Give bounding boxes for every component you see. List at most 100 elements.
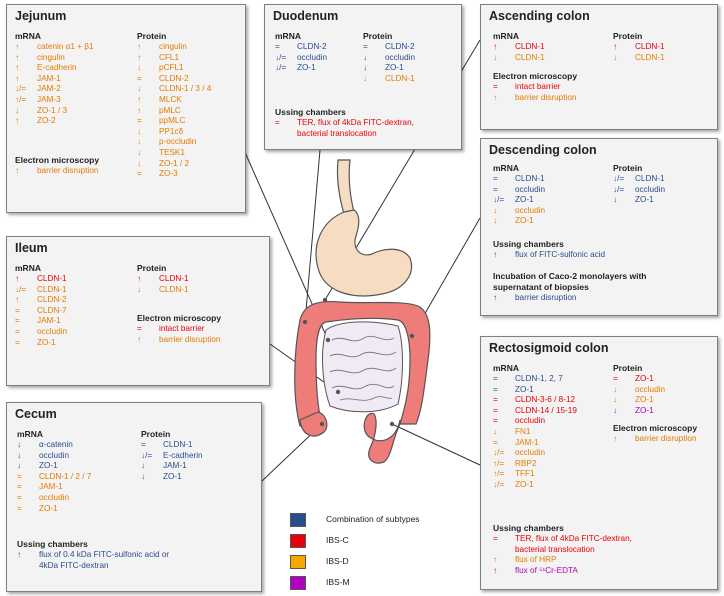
finding-label: catenin α1 + β1 [37, 42, 94, 51]
finding-row: ↓FN1 [493, 427, 613, 438]
finding-label: ZO-1 [515, 384, 534, 394]
change-symbol: ↑ [493, 92, 498, 102]
finding-label: CLDN-1 [515, 52, 545, 62]
panel-title: Ileum [15, 241, 48, 255]
connector-duodenum [304, 149, 321, 323]
finding-row: =CLDN-1, 2, 7 [493, 374, 613, 385]
finding-row: ↑barrier disruption [493, 293, 663, 304]
finding-label: cingulin [37, 52, 65, 62]
finding-label: ZO-1 [635, 195, 654, 205]
protein-column: Protein↑CLDN-1↓CLDN-1 [137, 263, 257, 295]
section-heading: Electron microscopy [15, 155, 100, 165]
colon-shape [294, 300, 431, 427]
finding-row: =JAM-1 [15, 316, 135, 327]
protein-column: Protein↑ CLDN-1 ↓CLDN-1 [613, 31, 713, 63]
panel-title: Rectosigmoid colon [489, 341, 609, 355]
section-heading: Electron microscopy [613, 423, 698, 433]
finding-row: ↑barrier disruption [15, 166, 165, 177]
finding-row: =CLDN-1 [141, 440, 259, 451]
finding-label: JAM-1 [37, 316, 61, 326]
finding-row: ↑CFL1 [137, 53, 243, 64]
change-symbol: ↓ [141, 471, 146, 481]
change-symbol: ↑ [493, 293, 498, 302]
finding-label: pMLC [159, 105, 181, 115]
finding-label: CLDN-1 [635, 42, 665, 51]
em-section: Electron microscopy=intact barrier↑barri… [493, 71, 693, 103]
small-intestine-loops [329, 335, 397, 401]
finding-label: CLDN-1 / 2 / 7 [39, 471, 92, 481]
mrna-column: mRNA↓α-catenin↓occludin↓ZO-1=CLDN-1 / 2 … [17, 429, 137, 514]
finding-row: ↓/=ZO-1 [275, 63, 361, 74]
finding-label: CLDN-1 [159, 284, 189, 294]
change-symbol: ↓/= [493, 479, 505, 489]
change-symbol: ↑ [493, 555, 498, 565]
finding-label: flux of ⁵¹Cr-EDTA [515, 565, 578, 575]
finding-label: CLDN-14 / 15-19 [515, 405, 577, 415]
finding-row: ↓CLDN-1 [613, 53, 713, 64]
finding-row: ↓ ZO-1 [141, 472, 259, 483]
finding-label: JAM-1 [39, 482, 63, 492]
finding-label: JAM-3 [37, 94, 61, 104]
change-symbol: ↓ [613, 395, 618, 405]
section-heading: Protein [363, 31, 393, 41]
change-symbol: = [15, 337, 20, 347]
finding-label: ZO-1 [635, 405, 654, 415]
section-heading: Protein [613, 31, 643, 41]
legend-swatch [290, 555, 306, 569]
legend-swatch [290, 513, 306, 527]
location-markers [302, 297, 415, 427]
connector-rectosigmoid [391, 423, 481, 466]
finding-label: ZO-1 [515, 195, 534, 205]
finding-row: =intact barrier [493, 82, 693, 93]
change-symbol: = [15, 326, 20, 336]
gut-illustration [294, 159, 431, 464]
finding-label: ZO-1 [163, 471, 182, 481]
finding-row: =CLDN-3-6 / 8-12 [493, 395, 613, 406]
finding-label: bacterial translocation [297, 128, 377, 138]
panel-title: Duodenum [273, 9, 339, 23]
section-heading: mRNA [15, 263, 41, 273]
change-symbol: ↑ [613, 42, 618, 51]
change-symbol: ↑ [137, 52, 142, 62]
finding-label: CLDN-1 [163, 440, 193, 449]
finding-row: =TER, flux of 4kDa FITC-dextran, [275, 118, 459, 129]
change-symbol: ↑/= [493, 469, 505, 479]
caco-section: Incubation of Caco-2 monolayers with sup… [493, 271, 663, 304]
finding-row: ↓CLDN-1 [137, 285, 257, 296]
change-symbol: = [493, 184, 498, 194]
finding-row: =ZO-3 [137, 169, 243, 180]
section-heading: Ussing chambers [275, 107, 346, 117]
panel-title: Cecum [15, 407, 57, 421]
change-symbol: = [17, 471, 22, 481]
finding-label: TER, flux of 4kDa FITC-dextran, [297, 118, 414, 127]
change-symbol: = [493, 534, 498, 543]
finding-label: JAM-2 [37, 84, 61, 94]
change-symbol: ↓ [137, 63, 142, 73]
finding-row-continued: 4kDa FITC-dextran [17, 561, 257, 572]
change-symbol: = [493, 82, 498, 91]
change-symbol: ↓/= [141, 450, 153, 460]
finding-label: occludin [515, 448, 546, 458]
change-symbol: ↓/= [15, 84, 27, 94]
finding-label: ZO-1 [635, 374, 654, 383]
finding-row: ↓pCFL1 [137, 63, 243, 74]
protein-column: Protein↓/=CLDN-1↓/=occludin↓ZO-1 [613, 163, 713, 206]
change-symbol: ↓ [613, 384, 618, 394]
finding-row: ↑/=TFF1 [493, 469, 613, 480]
change-symbol: ↓ [137, 84, 142, 94]
finding-label: CLDN-1 / 3 / 4 [159, 84, 212, 94]
finding-row: ↑catenin α1 + β1 [15, 42, 133, 53]
finding-row: ↓PP1cδ [137, 127, 243, 138]
finding-label: TER, flux of 4kDa FITC-dextran, [515, 534, 632, 543]
section-heading: Ussing chambers [17, 539, 88, 549]
finding-row: =ZO-1 [17, 504, 137, 515]
change-symbol: ↓ [17, 461, 22, 471]
finding-row: =occludin [15, 327, 135, 338]
finding-label: JAM-1 [163, 461, 187, 471]
finding-label: barrier disruption [515, 92, 577, 102]
section-heading: Ussing chambers [493, 239, 564, 249]
change-symbol: = [137, 169, 142, 179]
section-heading: mRNA [15, 31, 41, 41]
ussing-section: Ussing chambers=TER, flux of 4kDa FITC-d… [275, 107, 459, 139]
